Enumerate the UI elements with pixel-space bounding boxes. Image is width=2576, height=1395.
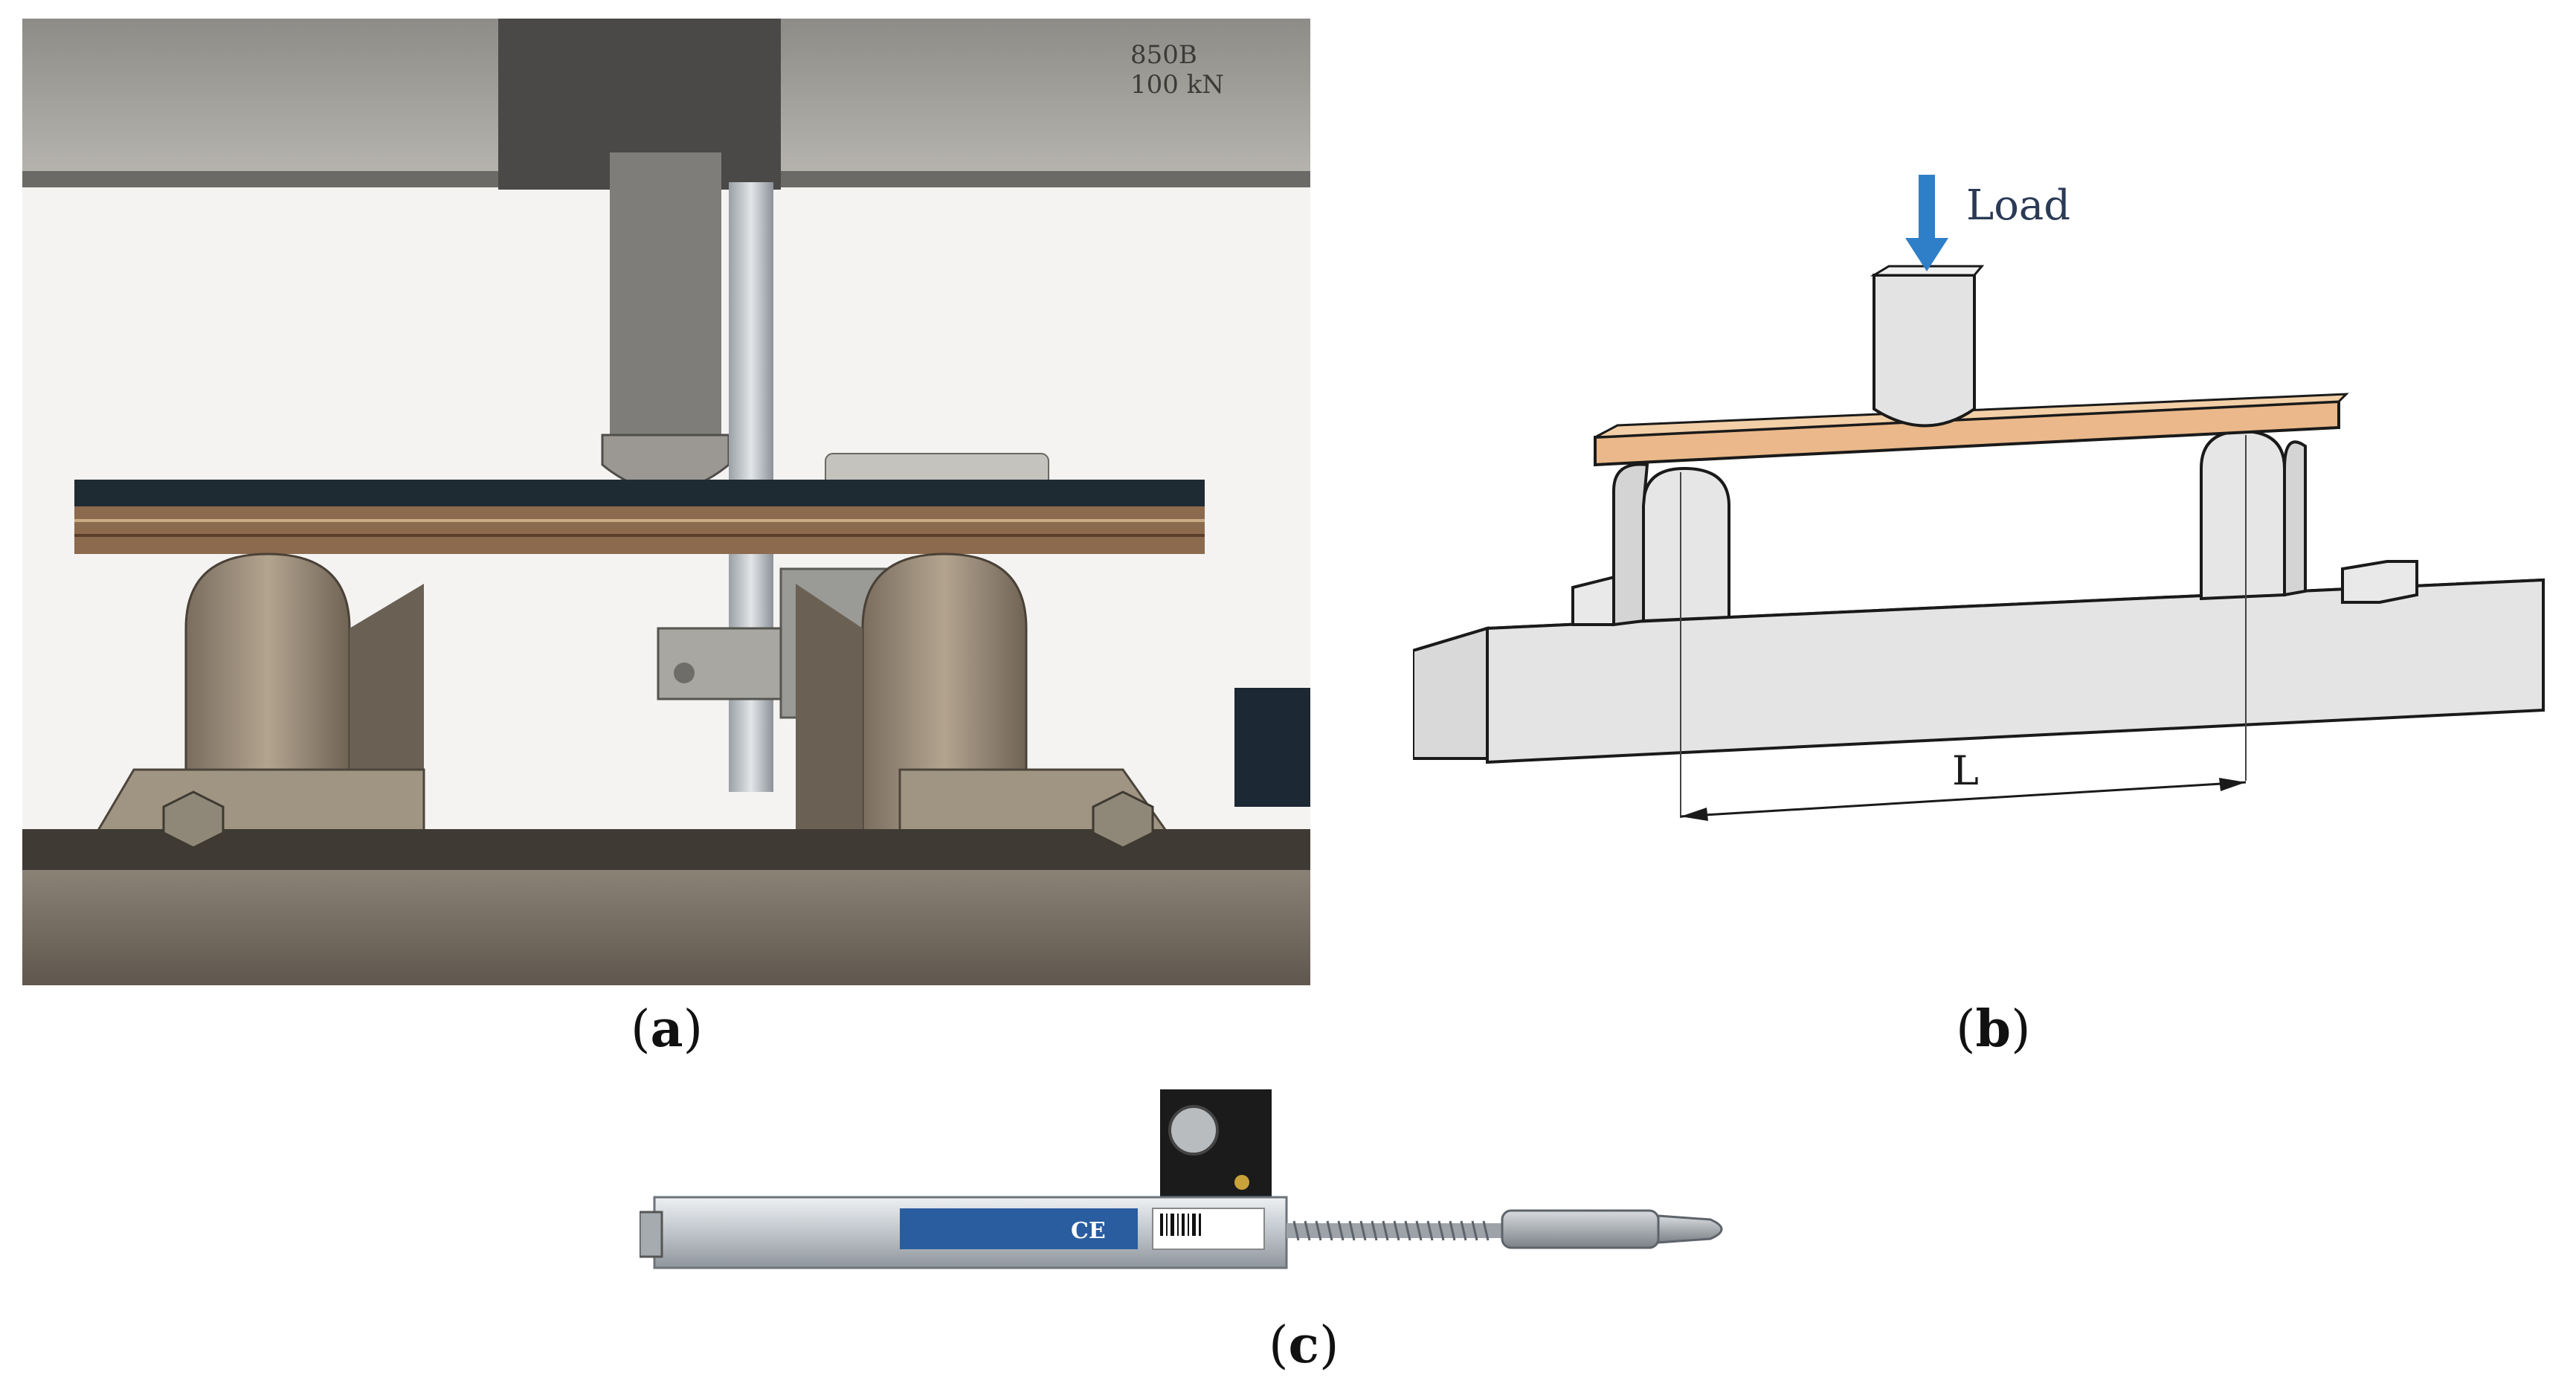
loading-nose-column [610,152,721,450]
barcode-icon [1160,1214,1201,1236]
schematic-three-point-bending: Load L [1411,164,2573,833]
span-dimension-line [1680,781,2247,818]
ce-mark: CE [1071,1218,1106,1244]
transducer-clamp [657,627,782,700]
load-arrow-shaft [1919,175,1935,242]
specimen-top-layer [74,480,1205,506]
barcode-sticker [1152,1208,1265,1250]
load-arrow-head [1905,238,1948,271]
machine-plate-line1: 850B [1130,40,1197,70]
photo-bending-fixture: 850B 100 kN [22,19,1310,985]
probe-barrel [1501,1209,1660,1249]
photo-c-illustration: CE [638,1089,1723,1269]
schematic-b-diagram: Load L [1411,175,2545,821]
product-label [900,1208,1138,1249]
bolt-nut [162,790,225,849]
end-cap [638,1211,663,1258]
probe-tip [1657,1214,1723,1244]
machine-side-part [1234,688,1310,807]
span-label: L [1952,747,1979,794]
caption-b: (b) [1956,999,2031,1059]
base-slot [22,829,1310,870]
base-beam-front [1486,578,2545,764]
caption-a: (a) [631,999,703,1059]
photo-displacement-transducer: CE [638,1086,1963,1286]
load-label: Load [1966,181,2070,230]
machine-plate-line2: 100 kN [1130,70,1224,100]
right-step [2341,560,2418,604]
connector-icon [1168,1105,1219,1156]
specimen-wood [74,506,1205,554]
photo-a-illustration: 850B 100 kN [22,19,1310,985]
spring-coil [1292,1220,1490,1241]
caption-c: (c) [1269,1315,1339,1375]
left-support-schematic [1642,466,1730,623]
loading-nose-schematic [1873,274,1976,428]
bolt-nut [1092,790,1154,849]
right-support-schematic [2200,429,2286,601]
base-rail [22,870,1310,985]
